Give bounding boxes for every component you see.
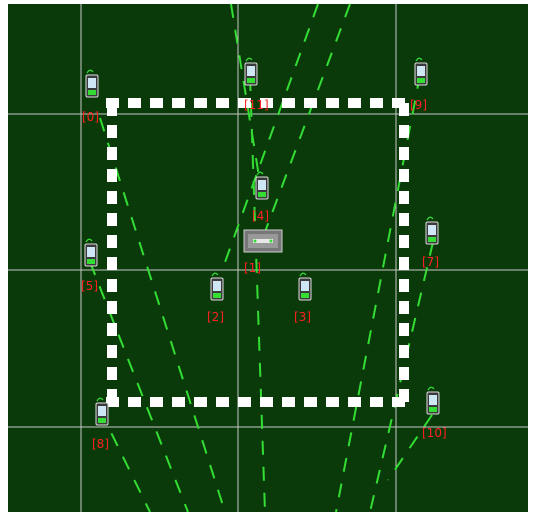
node-label: [9] bbox=[410, 98, 427, 112]
node-label: [2] bbox=[207, 310, 224, 324]
node-label: [11] bbox=[244, 98, 269, 112]
node-label: [8] bbox=[92, 437, 109, 451]
node-label: [1] bbox=[244, 261, 261, 275]
access-point-icon bbox=[244, 230, 282, 252]
node-label: [10] bbox=[422, 426, 447, 440]
node-label: [7] bbox=[422, 255, 439, 269]
node-label: [5] bbox=[81, 279, 98, 293]
node-label: [3] bbox=[294, 310, 311, 324]
node-label: [0] bbox=[82, 110, 99, 124]
node-label: [4] bbox=[252, 209, 269, 223]
